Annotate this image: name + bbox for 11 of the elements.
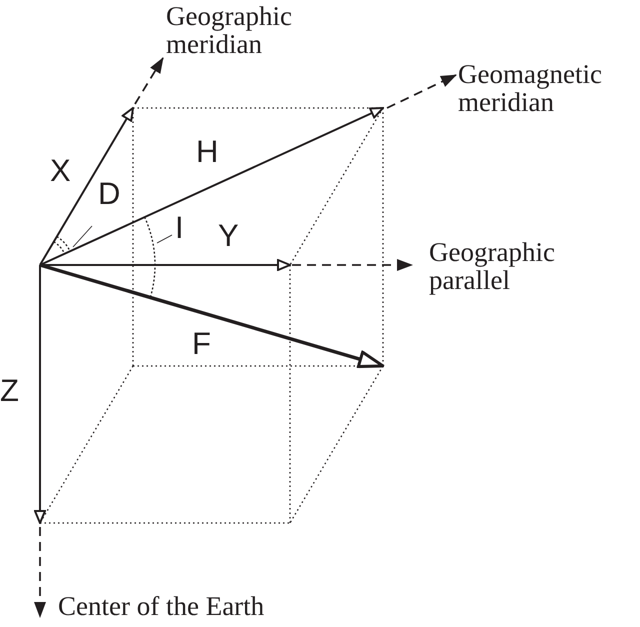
vector-label: F — [192, 328, 211, 361]
direction-label: Geographic parallel — [429, 238, 556, 295]
vector-label: X — [50, 155, 71, 188]
vector-label: H — [196, 136, 218, 169]
direction-label: Geomagnetic meridian — [458, 60, 603, 117]
vector-label: Y — [218, 220, 239, 253]
direction-label: Geographic meridian — [166, 2, 293, 59]
direction-label: Center of the Earth — [58, 592, 264, 620]
angle-label: I — [175, 212, 184, 245]
vector-label: Z — [0, 375, 19, 408]
angle-label: D — [98, 178, 120, 211]
